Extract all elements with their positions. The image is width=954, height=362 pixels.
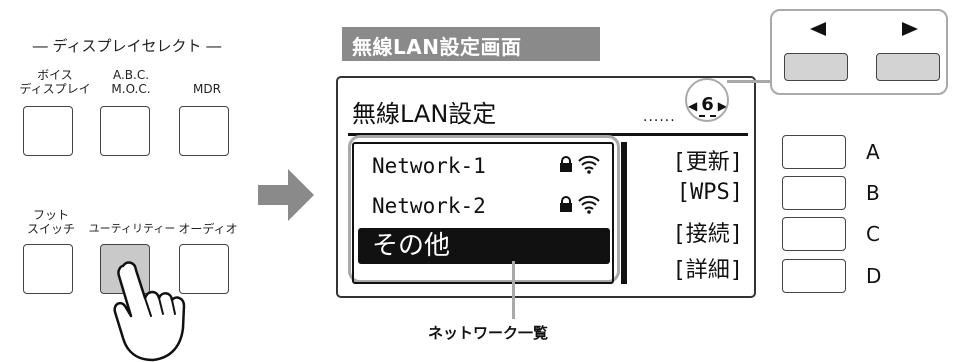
page-right-button[interactable] <box>876 53 940 81</box>
voice-display-label: ボイス ディスプレイ <box>16 68 94 96</box>
lock-icon <box>560 156 572 172</box>
label-line2: M.O.C. <box>111 82 151 96</box>
audio-label: オーディオ <box>166 222 250 236</box>
utility-label: ユーティリティー <box>84 222 180 236</box>
lock-icon <box>560 196 572 212</box>
page-callout-circle <box>685 78 729 122</box>
soft-label-connect: [接続] <box>672 222 744 247</box>
network-row-selected[interactable]: その他 <box>358 228 610 264</box>
mdr-label: MDR <box>168 82 246 96</box>
label-line2: ディスプレイ <box>19 82 91 96</box>
lcd-screen: 無線LAN設定 ...... ◀ 6 ▶ Network-1 <box>336 76 756 298</box>
button-a[interactable] <box>782 135 846 169</box>
right-triangle-icon <box>902 22 918 36</box>
abc-moc-label: A.B.C. M.O.C. <box>92 68 170 96</box>
mdr-button[interactable] <box>179 106 229 156</box>
left-triangle-icon <box>810 22 826 36</box>
header-dots: ...... <box>643 109 676 125</box>
audio-button[interactable] <box>179 244 229 294</box>
network-name: その他 <box>372 231 451 261</box>
voice-display-button[interactable] <box>23 106 73 156</box>
right-arrow-icon <box>258 169 314 221</box>
wifi-icon <box>578 195 600 214</box>
foot-switch-label: フット スイッチ <box>12 208 90 236</box>
callout-leader <box>727 80 771 83</box>
label-line2: スイッチ <box>26 222 75 236</box>
button-d-label: D <box>866 264 882 288</box>
label-line2: MDR <box>193 82 221 96</box>
label-line2: オーディオ <box>178 222 238 236</box>
screen-title: 無線LAN設定画面 <box>342 27 600 61</box>
network-row[interactable]: Network-1 <box>358 148 610 184</box>
network-row[interactable]: Network-2 <box>358 188 610 224</box>
button-c[interactable] <box>782 217 846 251</box>
button-b-label: B <box>866 181 880 205</box>
foot-switch-button[interactable] <box>23 244 73 294</box>
display-select-title: ― ディスプレイセレクト ― <box>32 37 222 55</box>
page-arrow-frame <box>770 9 948 95</box>
soft-label-wps: [WPS] <box>676 180 743 205</box>
label-line1: ボイス <box>37 68 73 82</box>
button-a-label: A <box>866 140 880 164</box>
soft-label-details: [詳細] <box>672 258 744 283</box>
soft-label-update: [更新] <box>672 150 744 175</box>
network-list[interactable]: Network-1 Network-2 <box>352 142 614 284</box>
network-list-caption: ネットワーク一覧 <box>428 324 549 342</box>
abc-moc-button[interactable] <box>100 106 150 156</box>
network-name: Network-1 <box>372 154 486 178</box>
page-left-button[interactable] <box>784 53 848 81</box>
button-b[interactable] <box>782 176 846 210</box>
lcd-header: 無線LAN設定 <box>352 100 497 128</box>
label-line2: ユーティリティー <box>88 222 176 235</box>
network-list-highlight <box>348 135 620 283</box>
label-line1: フット <box>32 208 69 222</box>
wifi-icon <box>578 155 600 174</box>
header-divider <box>348 133 748 136</box>
scrollbar[interactable] <box>621 142 627 284</box>
button-d[interactable] <box>782 259 846 293</box>
network-name: Network-2 <box>372 194 486 218</box>
pointing-hand-icon <box>113 261 186 362</box>
label-line1: A.B.C. <box>112 68 150 82</box>
button-c-label: C <box>866 222 880 246</box>
network-list-leader <box>512 261 515 319</box>
